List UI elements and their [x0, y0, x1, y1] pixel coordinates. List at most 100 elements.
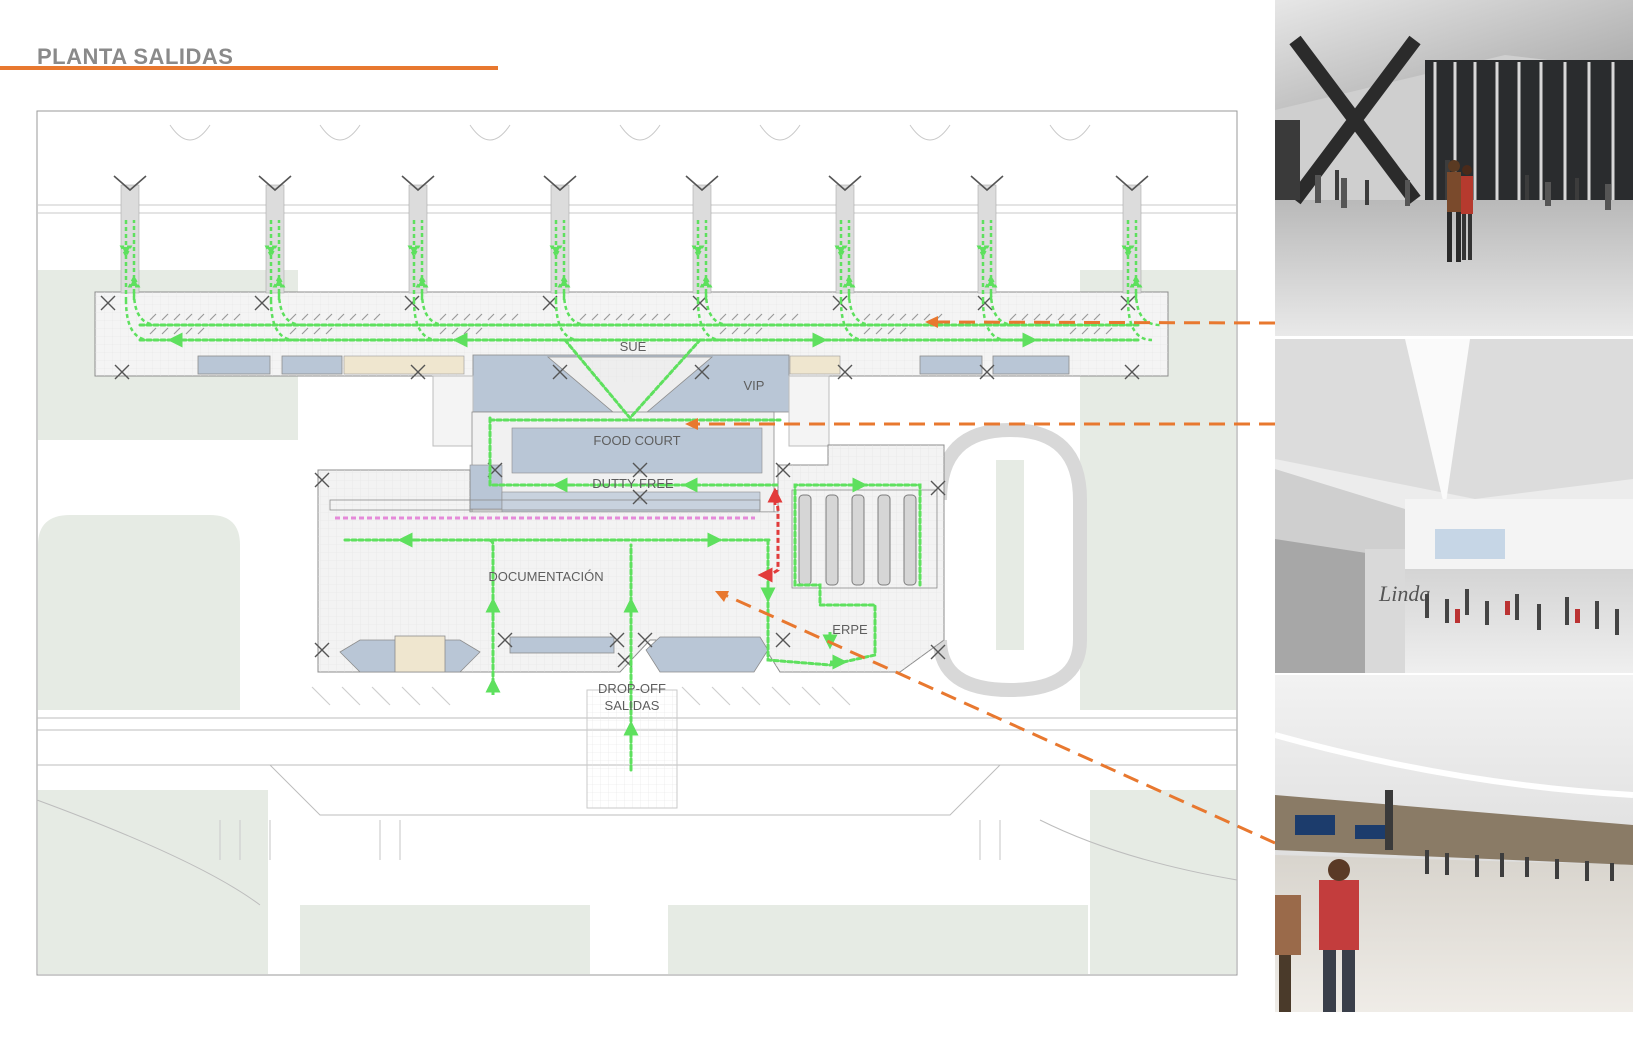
route-pier-branch — [269, 220, 281, 300]
route-arrow-icon — [557, 274, 571, 288]
label-vip: VIP — [744, 378, 765, 393]
security-lane — [798, 494, 812, 586]
security-lane — [877, 494, 891, 586]
column-x-icon — [930, 644, 946, 660]
label-documentacion: DOCUMENTACIÓN — [488, 569, 603, 584]
route-arrow-icon — [127, 274, 141, 288]
boarding-bridge-icon — [543, 175, 577, 192]
security-lane — [851, 494, 865, 586]
route-arrow-icon — [699, 274, 713, 288]
route-arrow-icon — [984, 274, 998, 288]
column-x-icon — [254, 295, 270, 311]
column-x-icon — [314, 472, 330, 488]
callout-arrowheads — [685, 316, 938, 602]
column-x-icon — [632, 462, 648, 478]
boarding-bridge — [977, 184, 997, 294]
callout-concourse — [934, 320, 1276, 325]
landscape-bottom-mid — [668, 905, 1088, 974]
pier-shops — [197, 355, 1070, 375]
route-pier-branch — [981, 220, 993, 300]
landscape-bottom-right — [1090, 790, 1236, 974]
connector-corridor — [432, 375, 474, 447]
render-checkin-hall — [1275, 675, 1633, 1012]
route-arrow-icon — [272, 274, 286, 288]
route-pier-curve — [1126, 291, 1161, 342]
route-pier-curve — [269, 291, 304, 342]
render-food-court: Linda — [1275, 339, 1633, 673]
column-x-icon — [542, 295, 558, 311]
apron — [37, 124, 1237, 214]
column-x-icon — [637, 632, 653, 648]
boarding-bridge — [835, 184, 855, 294]
route-arrow-icon — [415, 274, 429, 288]
route-arrow-icon — [119, 245, 133, 259]
route-pier-branch — [1126, 220, 1138, 300]
column-x-icon — [100, 295, 116, 311]
column-x-icon — [775, 462, 791, 478]
route-pier-branch — [839, 220, 851, 300]
column-x-icon — [404, 295, 420, 311]
column-x-icon — [979, 364, 995, 380]
column-x-icon — [1124, 364, 1140, 380]
food-court-block — [469, 411, 775, 513]
label-dutty-free: DUTTY FREE — [592, 476, 674, 491]
landscape-left-mid — [38, 515, 240, 710]
photo-callouts — [695, 320, 1276, 845]
boarding-bridge-icon — [401, 175, 435, 192]
route-arrow-icon — [1129, 274, 1143, 288]
column-x-icon — [977, 295, 993, 311]
route-pier-branch — [412, 220, 424, 300]
boarding-bridge-icon — [113, 175, 147, 192]
boarding-bridge — [120, 184, 140, 294]
route-pier-curve — [412, 291, 447, 342]
label-food-court: FOOD COURT — [593, 433, 680, 448]
erpe-security-lanes — [791, 489, 938, 589]
pier-services — [343, 355, 841, 375]
column-x-icon — [632, 489, 648, 505]
column-x-icon — [692, 295, 708, 311]
label-sue: SUE — [620, 339, 647, 354]
label-dropoff: DROP-OFF — [598, 681, 666, 696]
callout-checkin — [724, 593, 1276, 845]
route-arrow-icon — [549, 245, 563, 259]
security-lane — [903, 494, 917, 586]
boarding-bridge-icon — [685, 175, 719, 192]
route-pier-curve — [839, 291, 874, 342]
boarding-bridge — [408, 184, 428, 294]
route-arrow-icon — [976, 245, 990, 259]
label-erpe: ERPE — [832, 622, 868, 637]
boarding-bridge — [692, 184, 712, 294]
landscape-bottom-left — [38, 790, 268, 974]
route-arrow-icon — [407, 245, 421, 259]
column-x-icon — [694, 364, 710, 380]
route-pier-curve — [554, 291, 589, 342]
security-lane — [825, 494, 839, 586]
column-x-icon — [497, 632, 513, 648]
connector-corridor-right — [788, 375, 830, 447]
gate-seating — [149, 313, 1113, 335]
shop-sign: Linda — [1378, 581, 1430, 606]
curbside-parking — [219, 686, 1001, 860]
title-underline — [0, 66, 498, 70]
page-title: PLANTA SALIDAS — [37, 44, 234, 69]
route-pier-branch — [554, 220, 566, 300]
column-x-icon — [114, 364, 130, 380]
boarding-bridge — [550, 184, 570, 294]
column-x-icon — [775, 632, 791, 648]
route-erpe-loop — [766, 483, 922, 667]
route-pier-branches — [119, 220, 1161, 342]
route-to-sue — [563, 338, 702, 421]
column-x-icon — [552, 364, 568, 380]
route-arrows — [167, 332, 1038, 738]
route-pier-curve — [981, 291, 1016, 342]
boarding-bridge — [1122, 184, 1142, 294]
column-x-icon — [930, 480, 946, 496]
route-arrow-icon — [834, 245, 848, 259]
route-pier-curve — [124, 291, 159, 342]
landscape-bottom-center — [300, 905, 590, 974]
route-pier-curve — [696, 291, 731, 342]
checkin-counters — [329, 499, 761, 520]
column-x-icon — [609, 632, 625, 648]
route-arrow-icon — [691, 245, 705, 259]
hall-pods — [339, 635, 769, 673]
